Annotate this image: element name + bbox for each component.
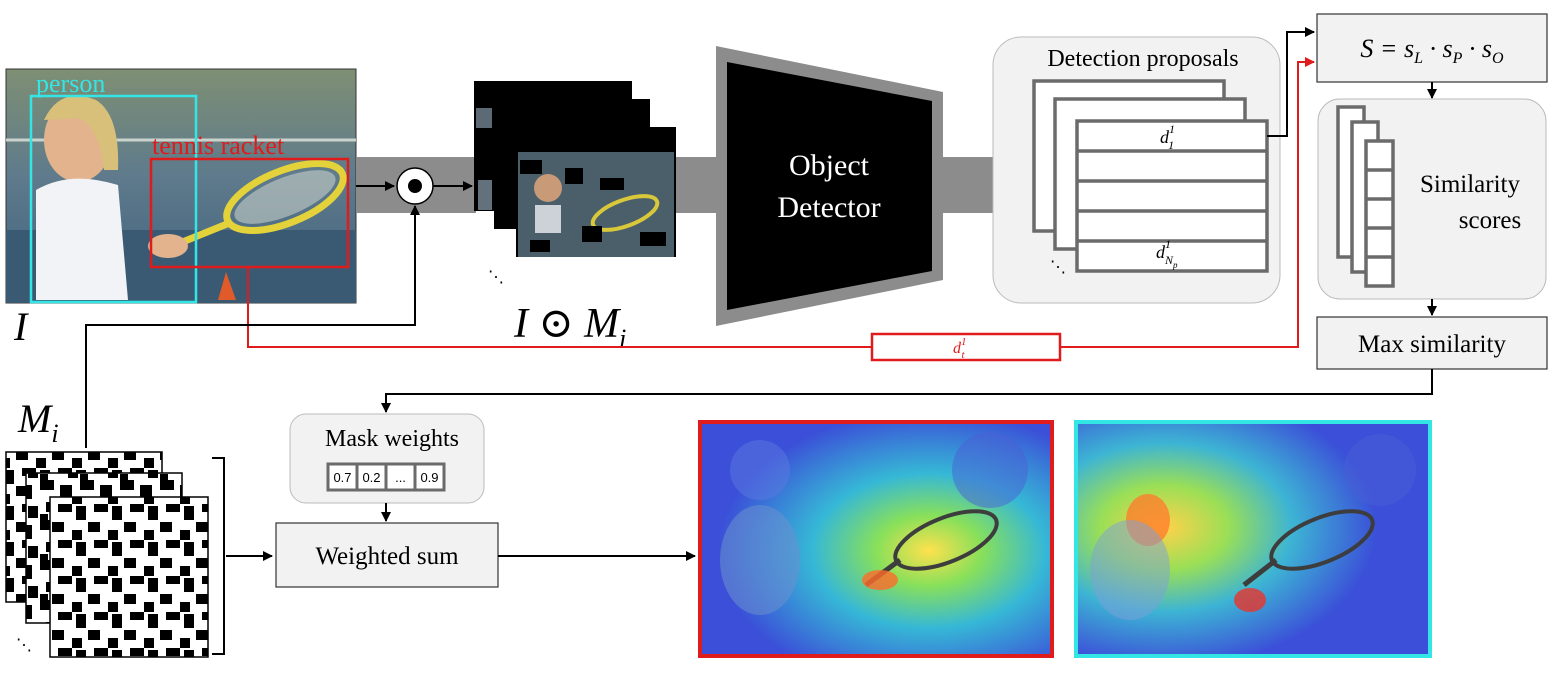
proposals-ellipsis: ⋱	[1050, 259, 1066, 276]
mask-weight-cell	[384, 462, 417, 492]
similarity-scores-line1: Similarity	[1420, 171, 1521, 198]
object-detector[interactable]: Object Detector	[716, 46, 943, 326]
mask-weight-cell	[413, 462, 446, 492]
person-bounding-box	[29, 94, 198, 304]
mask-weight-value: ...	[395, 470, 406, 485]
weighted-sum-box: Weighted sum	[275, 522, 499, 588]
input-image: person tennis racket	[5, 68, 357, 304]
arrow-max-to-weights	[381, 369, 1433, 413]
proposals-table	[1075, 119, 1269, 273]
saliency-map-racket	[698, 420, 1054, 658]
arrow-proposals-to-similarity	[1267, 27, 1315, 137]
detector-label-line2: Detector	[777, 191, 880, 224]
masked-stack-ellipsis: ⋱	[488, 269, 504, 286]
random-masks-stack: ⋱	[5, 451, 209, 658]
max-similarity-label: Max similarity	[1358, 331, 1506, 358]
racket-bounding-box	[149, 157, 350, 269]
similarity-scores-panel: Similarity scores	[1317, 98, 1547, 300]
output-frame-racket	[698, 420, 1054, 658]
max-similarity-box: Max similarity	[1316, 316, 1548, 370]
racket-box-label: tennis racket	[152, 131, 285, 160]
target-path-left	[247, 267, 872, 348]
proposals-title: Detection proposals	[1047, 46, 1238, 72]
similarity-formula-box: S = sL · sP · sO	[1316, 13, 1548, 83]
mask-weights-panel: Mask weights 0.7 0.2... 0.9	[289, 413, 485, 504]
person-box-label: person	[36, 69, 105, 98]
masks-ellipsis: ⋱	[16, 637, 32, 654]
input-image-label: I	[13, 304, 29, 349]
elementwise-multiply-node	[396, 167, 434, 205]
similarity-scores-line2: scores	[1459, 207, 1521, 234]
mask-weight-value: 0.2	[362, 470, 380, 485]
masks-bracket	[212, 457, 225, 655]
similarity-formula: S = sL · sP · sO	[1360, 34, 1504, 67]
masked-images-stack: ⋱	[474, 81, 676, 286]
weighted-sum-label: Weighted sum	[315, 543, 459, 570]
target-detection-box	[870, 332, 1062, 362]
masked-images-label: I ⊙ Mi	[513, 301, 626, 353]
saliency-map-person	[1074, 420, 1432, 658]
mask-weights-title: Mask weights	[325, 426, 459, 452]
arrow-masks-to-multiply	[85, 205, 420, 448]
mask-weights-vector: 0.7 0.2... 0.9	[326, 462, 446, 492]
similarity-scores-vector	[1364, 139, 1395, 288]
mask-weight-cell	[355, 462, 388, 492]
output-frame-person	[1074, 420, 1432, 658]
mask-weight-value: 0.7	[333, 470, 351, 485]
mask-weight-value: 0.9	[420, 470, 438, 485]
target-path-to-similarity	[1060, 57, 1315, 348]
detector-label-line1: Object	[789, 149, 870, 182]
masks-label: Mi	[17, 396, 59, 448]
